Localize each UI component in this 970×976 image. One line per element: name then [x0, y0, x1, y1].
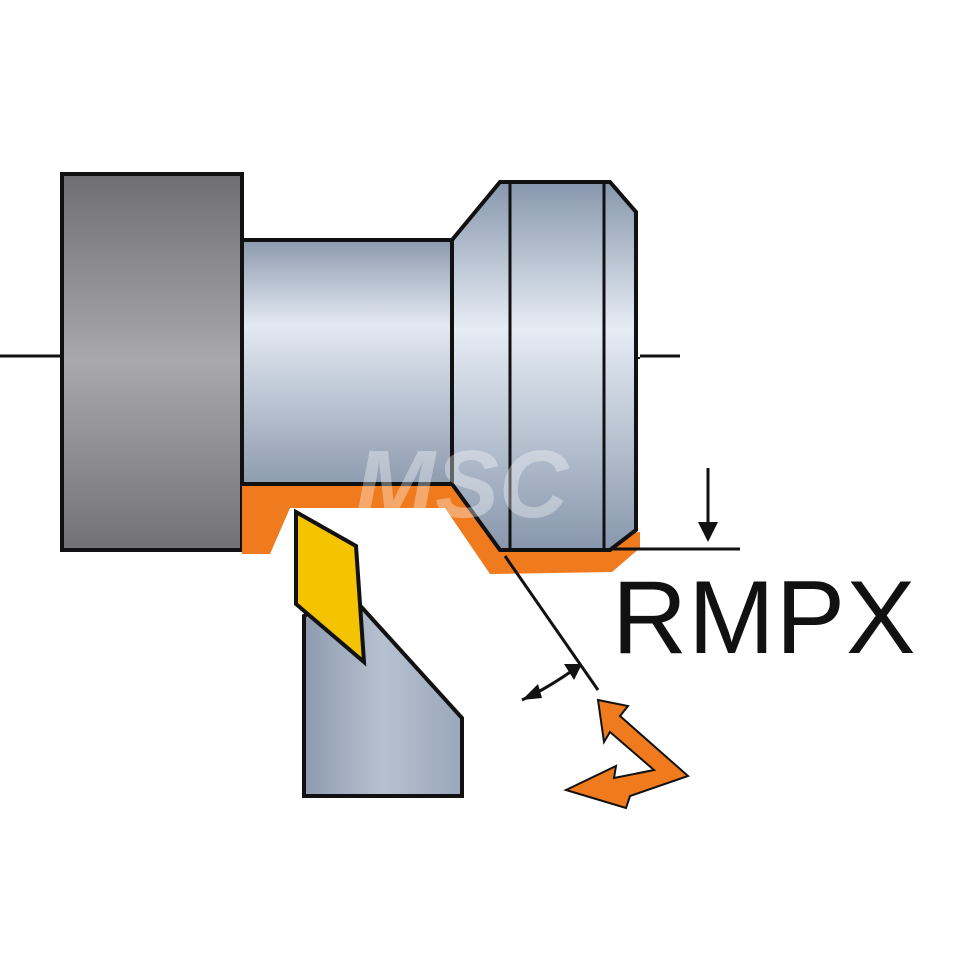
- angle-indicator: [503, 555, 600, 702]
- workpiece-head: [450, 180, 638, 552]
- dimension-marker: [612, 468, 740, 551]
- shank-block: [60, 172, 244, 552]
- tool-label: RMPX: [612, 560, 917, 676]
- double-arrow-icon: [563, 698, 690, 810]
- workpiece-neck: [240, 238, 454, 486]
- cutting-insert: [294, 508, 367, 667]
